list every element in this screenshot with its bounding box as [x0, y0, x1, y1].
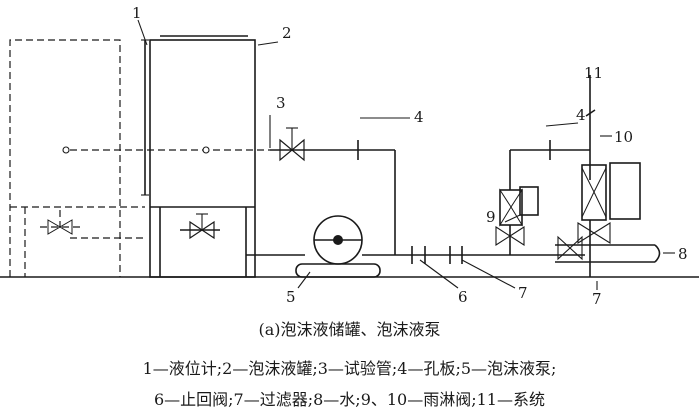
standby-tank-outline	[9, 39, 145, 277]
level-gauge	[141, 39, 149, 196]
callout-2: 2	[282, 24, 292, 42]
callout-10: 10	[614, 128, 633, 146]
callout-1: 1	[132, 4, 142, 22]
callout-11: 11	[584, 64, 603, 82]
callout-7-right: 7	[592, 290, 602, 308]
foam-tank	[149, 35, 256, 278]
callout-7-mid: 7	[518, 284, 528, 302]
callout-8: 8	[678, 245, 688, 263]
callout-9: 9	[486, 208, 496, 226]
callout-6: 6	[458, 288, 468, 306]
callout-3: 3	[276, 94, 286, 112]
callout-4-right: 4	[576, 106, 586, 124]
water-inlet	[555, 235, 661, 263]
callout-5: 5	[286, 288, 296, 306]
deluge-valve-10	[577, 75, 641, 277]
callout-4-left: 4	[414, 108, 424, 126]
legend-line-1: 1—液位计;2—泡沫液罐;3—试验管;4—孔板;5—泡沫液泵;	[142, 359, 557, 378]
legend-line-2: 6—止回阀;7—过滤器;8—水;9、10—雨淋阀;11—系统	[153, 390, 545, 409]
standby-valve	[40, 210, 145, 239]
discharge-pipe	[395, 246, 585, 264]
foam-pump	[246, 215, 395, 278]
figure-title: (a)泡沫液储罐、泡沫液泵	[258, 320, 441, 339]
deluge-valve-9	[495, 140, 590, 255]
leader-lines	[137, 19, 675, 290]
tank-outlet-valve	[180, 213, 220, 240]
foam-system-diagram: 1 2 3 4 4 5 6 7 7 8 9 10 11	[0, 4, 699, 308]
test-pipe	[270, 127, 396, 255]
test-pipe-dashed	[62, 146, 270, 154]
